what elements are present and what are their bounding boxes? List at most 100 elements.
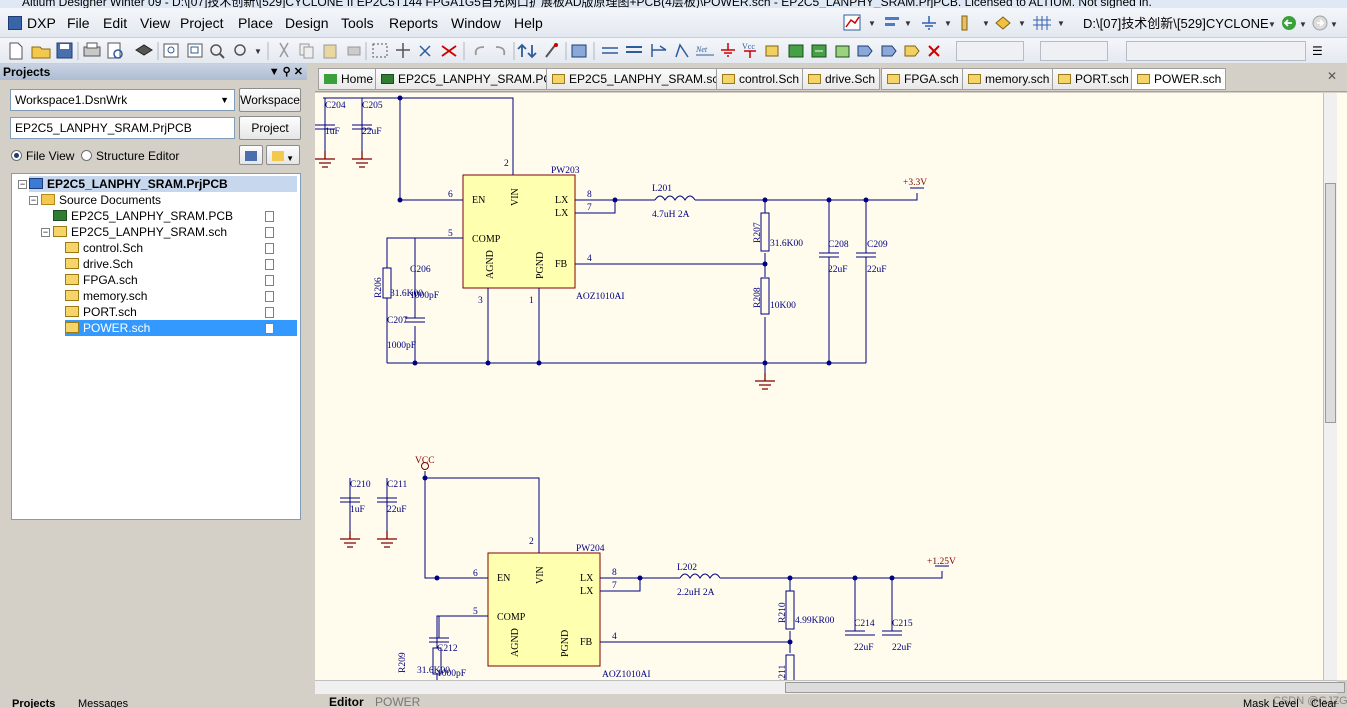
chevron-down-icon[interactable]: ▼ (220, 95, 229, 105)
chart-icon[interactable] (843, 14, 861, 31)
print-preview-icon[interactable] (107, 42, 123, 59)
horizontal-scrollbar[interactable] (315, 680, 1345, 694)
workspace-button[interactable]: Workspace (239, 88, 301, 112)
schematic-canvas[interactable]: C204 1uF C205 22uF PW203 AOZ1010AI L201 … (315, 93, 1323, 680)
clear-filter-icon[interactable] (441, 45, 457, 57)
tab-port[interactable]: PORT.sch (1052, 68, 1134, 90)
undo-icon[interactable] (474, 46, 485, 56)
tab-pcb[interactable]: EP2C5_LANPHY_SRAM.PCB (375, 68, 566, 90)
scroll-thumb[interactable] (1325, 183, 1336, 423)
grid-icon[interactable] (1033, 16, 1051, 30)
menu-file[interactable]: File (67, 15, 90, 31)
tab-fpga[interactable]: FPGA.sch (881, 68, 964, 90)
layers-icon[interactable] (135, 44, 153, 56)
tree-sheet[interactable]: control.Sch (65, 240, 143, 256)
toolbar-combo-1[interactable] (956, 41, 1024, 61)
menu-tools[interactable]: Tools (341, 15, 374, 31)
resistor-icon[interactable] (961, 15, 968, 31)
structure-editor-radio[interactable]: Structure Editor (81, 149, 179, 163)
scroll-thumb[interactable] (785, 682, 1345, 693)
menu-window[interactable]: Window (451, 15, 501, 31)
tree-sheet[interactable]: memory.sch (65, 288, 147, 304)
project-field[interactable]: EP2C5_LANPHY_SRAM.PrjPCB (10, 117, 235, 139)
select-area-icon[interactable] (372, 43, 388, 58)
project-button[interactable]: Project (239, 116, 301, 140)
net-label-icon[interactable] (675, 43, 689, 58)
dropdown-arrow-icon[interactable]: ▼ (868, 19, 876, 28)
place-part-icon[interactable] (765, 45, 779, 57)
cut-icon[interactable] (279, 42, 289, 58)
file-view-radio[interactable]: File View (11, 149, 74, 163)
workspace-select[interactable]: Workspace1.DsnWrk ▼ (10, 89, 235, 111)
gnd-port-icon[interactable] (721, 43, 735, 57)
tab-projects[interactable]: Projects (12, 698, 56, 708)
zoom-menu-icon[interactable]: ▼ (234, 44, 262, 56)
ground-icon[interactable] (922, 16, 936, 30)
tree-top-schematic[interactable]: EP2C5_LANPHY_SRAM.sch (53, 224, 227, 240)
tab-power-active[interactable]: POWER.sch (1131, 68, 1227, 90)
toolbar-combo-3[interactable] (1126, 41, 1306, 61)
pin-icon[interactable]: ⚲ (282, 66, 291, 78)
collapse-icon[interactable]: − (18, 179, 27, 189)
tree-sheet-selected[interactable]: POWER.sch (65, 320, 297, 336)
menu-help[interactable]: Help (514, 15, 543, 31)
vcc-port-icon[interactable]: Vcc (742, 42, 756, 58)
zoom-fit-icon[interactable] (163, 43, 179, 58)
tree-sheet[interactable]: PORT.sch (65, 304, 137, 320)
tab-power-editor[interactable]: POWER (375, 695, 421, 708)
open-icon[interactable] (31, 46, 51, 59)
menu-edit[interactable]: Edit (103, 15, 128, 31)
dropdown-arrow-icon[interactable]: ▼ (1057, 19, 1065, 28)
sheet-entry-place-icon[interactable] (811, 44, 827, 58)
close-icon[interactable]: ✕ (1326, 69, 1337, 83)
new-icon[interactable] (9, 42, 23, 60)
tab-top-sch[interactable]: EP2C5_LANPHY_SRAM.sch (546, 68, 731, 90)
tree-source-documents[interactable]: Source Documents (41, 192, 161, 208)
zoom-area-icon[interactable] (187, 43, 203, 58)
paste-icon[interactable] (323, 44, 337, 59)
path-combo[interactable]: D:\[07]技术创新\[529]CYCLONE (1083, 16, 1269, 31)
rubber-stamp-icon[interactable] (347, 46, 361, 56)
collapse-icon[interactable]: − (41, 227, 50, 237)
toolbar-menu-icon[interactable]: ☰ (1312, 44, 1323, 58)
compile-icon[interactable] (239, 145, 263, 165)
deselect-icon[interactable] (419, 45, 431, 57)
mask-level[interactable]: Mask Level (1243, 698, 1299, 708)
tree-pcb-document[interactable]: EP2C5_LANPHY_SRAM.PCB (53, 208, 233, 224)
panel-menu-icon[interactable]: ▼ (268, 66, 280, 78)
dropdown-arrow-icon[interactable]: ▼ (944, 19, 952, 28)
dropdown-arrow-icon[interactable]: ▼ (1299, 20, 1307, 29)
copy-icon[interactable] (299, 43, 314, 59)
menu-reports[interactable]: Reports (389, 15, 439, 31)
menu-view[interactable]: View (140, 15, 171, 31)
dropdown-arrow-icon[interactable]: ▼ (982, 19, 990, 28)
no-erc-icon[interactable] (928, 45, 940, 57)
cross-probe-icon[interactable] (545, 43, 558, 58)
port-out-icon[interactable] (881, 45, 897, 57)
tab-control[interactable]: control.Sch (716, 68, 805, 90)
close-icon[interactable]: ✕ (293, 66, 303, 78)
tab-memory[interactable]: memory.sch (962, 68, 1055, 90)
library-icon[interactable] (571, 44, 587, 58)
save-icon[interactable] (56, 42, 73, 59)
tab-drive[interactable]: drive.Sch (802, 68, 881, 90)
off-sheet-icon[interactable] (904, 45, 920, 57)
dropdown-arrow-icon[interactable]: ▼ (1018, 19, 1026, 28)
tree-sheet[interactable]: drive.Sch (65, 256, 133, 272)
menu-place[interactable]: Place (238, 15, 274, 31)
port-icon[interactable] (857, 45, 873, 57)
clear-button[interactable]: Clear (1311, 698, 1338, 708)
tree-sheet[interactable]: FPGA.sch (65, 272, 138, 288)
dropdown-arrow-icon[interactable]: ▼ (904, 19, 912, 28)
toolbar-combo-2[interactable] (1040, 41, 1108, 61)
sheet-symbol-icon[interactable] (788, 44, 804, 58)
project-options-icon[interactable]: ▼ (266, 145, 300, 165)
net-icon[interactable]: Net (695, 45, 714, 56)
sheet-entry-icon[interactable] (995, 16, 1011, 30)
dropdown-arrow-icon[interactable]: ▼ (1268, 20, 1276, 29)
place-wire-icon[interactable] (602, 47, 618, 54)
tab-messages[interactable]: Messages (78, 698, 129, 708)
redo-icon[interactable] (495, 46, 506, 56)
tab-editor[interactable]: Editor (329, 695, 364, 708)
device-sheet-icon[interactable] (835, 45, 850, 58)
